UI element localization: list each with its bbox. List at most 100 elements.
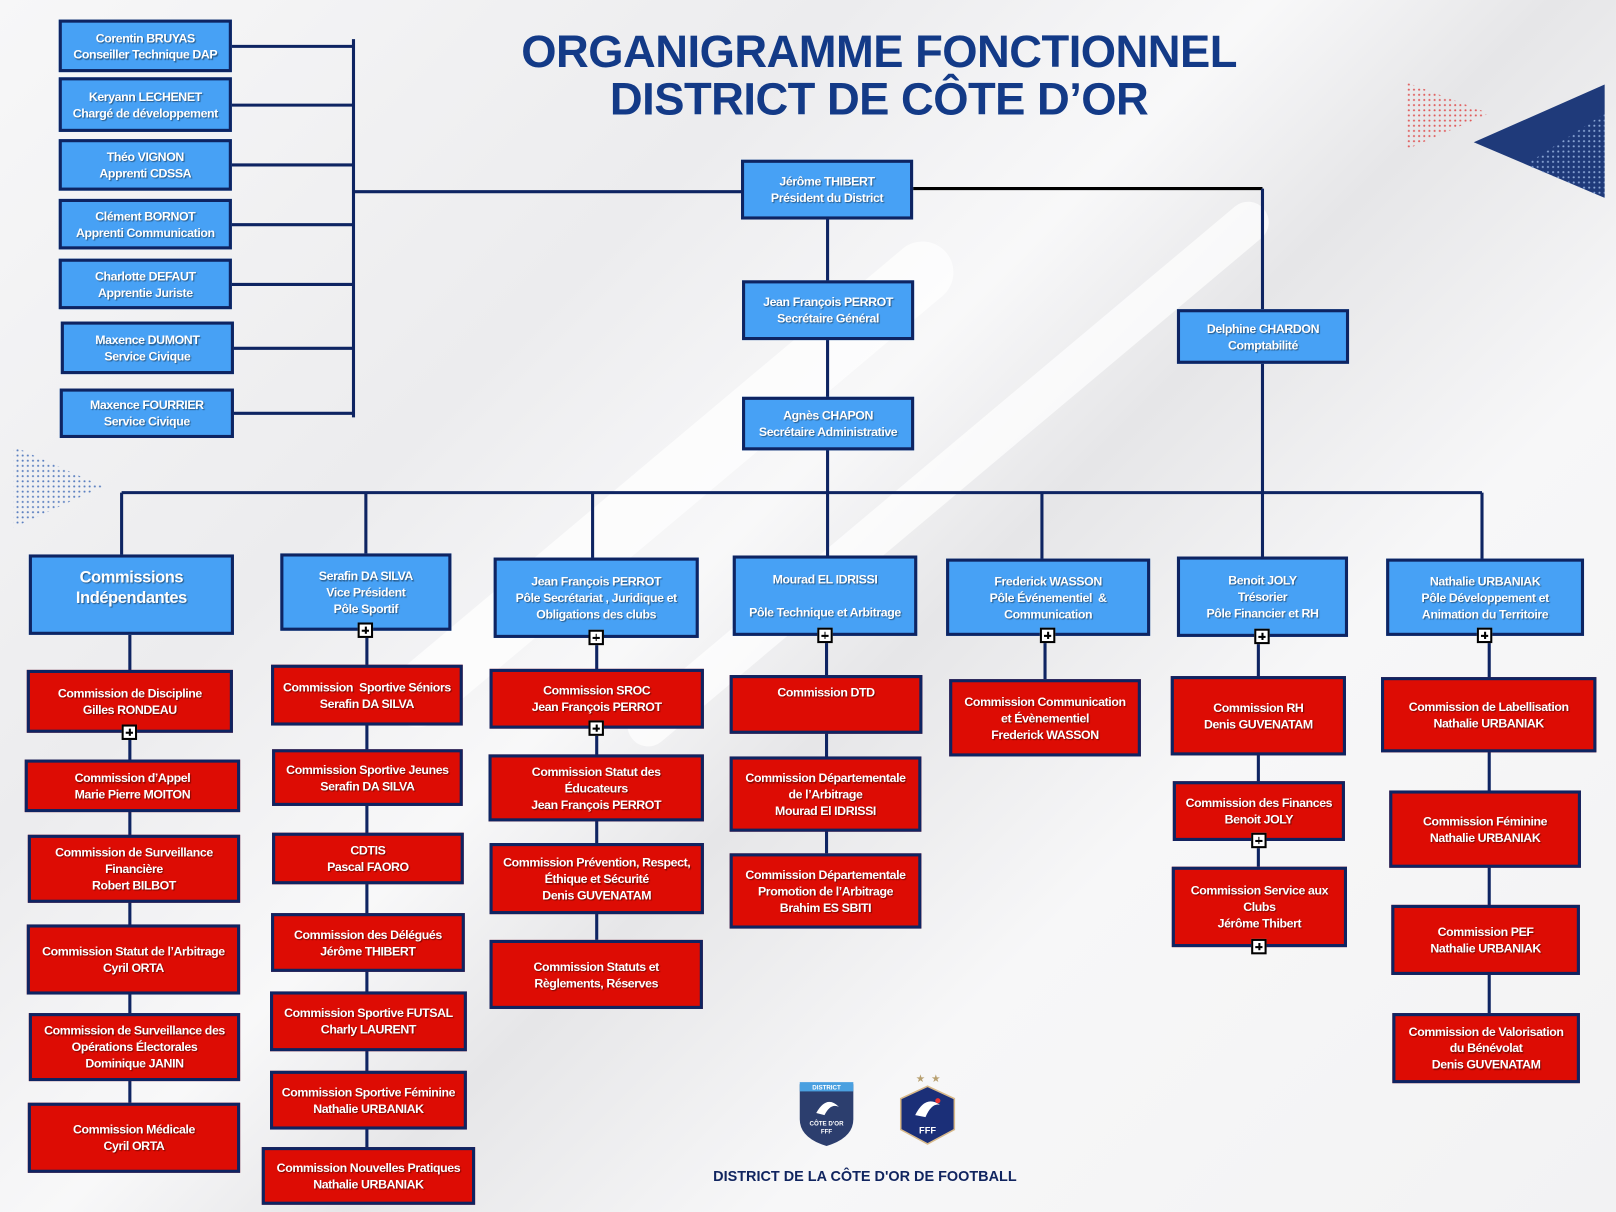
expand-plus-icon[interactable] bbox=[1254, 628, 1270, 645]
box-line: Jérôme Thibert bbox=[1217, 916, 1302, 931]
box-line: Serafin DA SILVA bbox=[318, 568, 414, 583]
box-line: Communication bbox=[1004, 606, 1093, 621]
box-line: Gilles RONDEAU bbox=[82, 702, 177, 717]
box-line: Théo VIGNON bbox=[106, 149, 185, 164]
box-line: Commission Statuts et bbox=[533, 958, 660, 974]
box-line: Benoit JOLY bbox=[1224, 812, 1294, 827]
box-line: Opérations Électorales bbox=[71, 1039, 198, 1055]
expand-plus-icon[interactable] bbox=[1251, 938, 1267, 955]
box-line: Nathalie URBANIAK bbox=[313, 1176, 424, 1192]
box-line: Jérôme THIBERT bbox=[320, 943, 416, 958]
expand-plus-icon[interactable] bbox=[587, 629, 604, 646]
svg-text:FFF: FFF bbox=[919, 1126, 936, 1136]
expand-plus-icon[interactable] bbox=[357, 622, 374, 638]
box-line: Frederick WASSON bbox=[991, 727, 1099, 742]
expand-plus-icon[interactable] bbox=[816, 627, 833, 644]
box-line: Comptabilité bbox=[1228, 337, 1298, 352]
box-line: Commission SROC bbox=[543, 683, 651, 698]
box-line: Apprentie Juriste bbox=[97, 284, 193, 300]
box-line: Jean François PERROT bbox=[531, 574, 662, 589]
box-line: Commission d’Appel bbox=[74, 770, 191, 785]
box-line: Commission Service aux bbox=[1190, 883, 1329, 898]
svg-text:CÔTE D'OR: CÔTE D'OR bbox=[810, 1119, 845, 1127]
box-line: Commission Sportive Jeunes bbox=[286, 762, 449, 777]
box-line: Mourad El IDRISSI bbox=[775, 803, 876, 818]
box-line: Commission des Délégués bbox=[293, 927, 442, 942]
box-line: Marie Pierre MOITON bbox=[74, 786, 191, 802]
box-line: Pôle Sportif bbox=[333, 601, 399, 616]
fff-logo: ★ ★ FFF bbox=[899, 1074, 956, 1145]
box-line: Mourad EL IDRISSI bbox=[772, 571, 878, 587]
box-line: de l’Arbitrage bbox=[788, 786, 863, 802]
expand-plus-icon[interactable] bbox=[1039, 627, 1056, 644]
box-line: Commission de Valorisation bbox=[1408, 1024, 1564, 1039]
expand-plus-icon[interactable] bbox=[1250, 832, 1267, 849]
box-line: Dominique JANIN bbox=[85, 1056, 184, 1071]
box-line: Cyril ORTA bbox=[102, 960, 164, 975]
commission-box-commission-prevention-respect[interactable]: Commission Prévention, Respect,Éthique e… bbox=[489, 843, 704, 915]
pole-box-mourad-el-idrissi[interactable]: Mourad EL IDRISSI Pôle Technique et Arbi… bbox=[732, 555, 918, 644]
expand-plus-icon[interactable] bbox=[1476, 627, 1493, 644]
expand-plus-icon[interactable] bbox=[121, 724, 138, 740]
box-line: Commission Sportive Féminine bbox=[281, 1084, 456, 1100]
box-line: Benoit JOLY bbox=[1228, 573, 1297, 588]
box-line: Commission PEF bbox=[1437, 924, 1534, 939]
box-line: Commission Sportive FUTSAL bbox=[284, 1005, 453, 1021]
box-line: Service Civique bbox=[103, 414, 190, 429]
box-line: Commission Nouvelles Pratiques bbox=[276, 1160, 461, 1175]
expand-plus-icon[interactable] bbox=[588, 720, 604, 736]
box-line: Commission de Labellisation bbox=[1408, 699, 1569, 714]
box-line: Commission Départementale bbox=[745, 770, 906, 785]
box-line: Secrétaire Général bbox=[777, 311, 880, 326]
commission-box-commission-dtd[interactable]: Commission DTD bbox=[729, 675, 923, 734]
box-line: Pôle Financier et RH bbox=[1206, 605, 1319, 621]
box-line: CDTIS bbox=[350, 843, 386, 858]
box-line: Commission de Discipline bbox=[57, 685, 202, 701]
box-line: Secrétaire Administrative bbox=[758, 424, 898, 440]
